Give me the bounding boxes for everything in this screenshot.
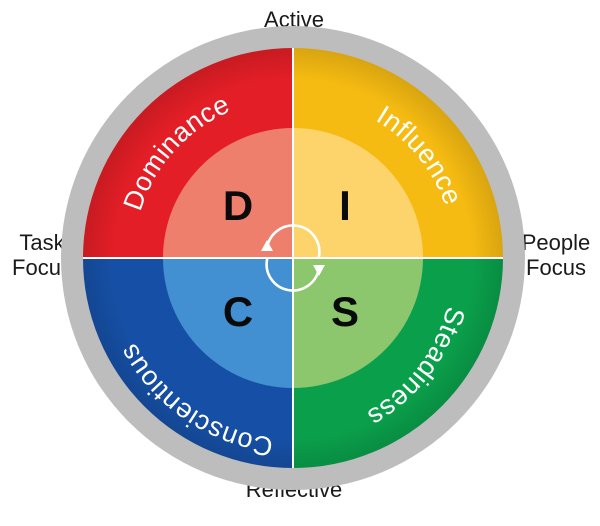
quadrant-c-inner bbox=[163, 258, 293, 388]
cycle-arrowhead-down bbox=[313, 265, 325, 276]
axis-label-task-line1: Task bbox=[19, 230, 65, 255]
letter-i: I bbox=[339, 182, 351, 229]
quadrant-d-inner bbox=[163, 128, 293, 258]
axis-label-people-line2: Focus bbox=[526, 254, 586, 280]
cycle-arrowheads bbox=[261, 240, 325, 276]
cycle-arrowhead-up bbox=[261, 240, 273, 251]
cycle-arrow-top bbox=[265, 224, 321, 258]
axis-label-people-focus: People Focus bbox=[512, 230, 600, 280]
axis-label-people-line1: People bbox=[521, 230, 591, 255]
quadrant-i-inner bbox=[293, 128, 423, 258]
cycle-arrows-icon bbox=[265, 224, 321, 292]
letter-s: S bbox=[331, 288, 359, 335]
letter-c: C bbox=[223, 288, 253, 335]
letter-d: D bbox=[223, 182, 253, 229]
quadrant-s-inner bbox=[293, 258, 423, 388]
cycle-arrow-bottom bbox=[265, 258, 321, 292]
